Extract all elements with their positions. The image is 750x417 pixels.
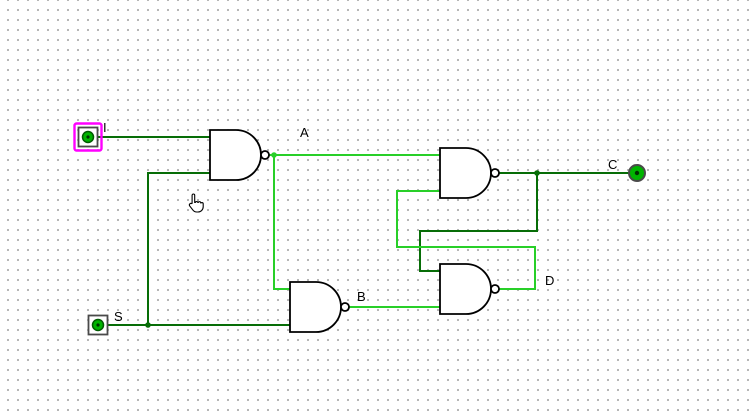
output-pin-c[interactable] — [628, 164, 646, 182]
nand-gate-top-left[interactable] — [209, 129, 270, 181]
input-pin-led-dot — [86, 135, 90, 139]
nand-gate-right-top[interactable] — [439, 147, 500, 199]
nand-gate-body — [439, 263, 492, 315]
hand-cursor-shape — [188, 193, 204, 213]
input-pin-led-dot — [96, 323, 100, 327]
nand-gate-body — [289, 281, 342, 333]
hand-cursor-icon — [188, 193, 204, 213]
wire-net-c-feedback[interactable] — [419, 172, 538, 272]
net-label-B: B — [357, 289, 366, 304]
input-pin-s[interactable] — [87, 314, 109, 336]
wire-enable-branch-to-nand1[interactable] — [147, 172, 211, 326]
nand-gate-bubble — [340, 302, 350, 312]
nand-gate-bubble — [490, 284, 500, 294]
nand-gate-body — [439, 147, 492, 199]
wire-junction — [534, 170, 540, 176]
nand-gate-body — [209, 129, 262, 181]
wire-junction — [271, 152, 277, 158]
output-pin-dot — [634, 170, 640, 176]
nand-gate-bubble — [260, 150, 270, 160]
selection-box — [73, 122, 103, 152]
net-label-D: D — [545, 273, 554, 288]
nand-gate-bottom-middle[interactable] — [289, 281, 350, 333]
wire-net-a-branch-to-nand2[interactable] — [273, 154, 291, 290]
net-label-S: S — [114, 309, 123, 324]
net-label-I: I — [103, 120, 107, 135]
net-label-A: A — [300, 125, 309, 140]
nand-gate-right-bottom[interactable] — [439, 263, 500, 315]
input-pin-i[interactable] — [73, 122, 103, 152]
wire-junction — [145, 322, 151, 328]
net-label-C: C — [608, 157, 617, 172]
wire-net-d-feedback[interactable] — [396, 190, 536, 290]
nand-gate-bubble — [490, 168, 500, 178]
